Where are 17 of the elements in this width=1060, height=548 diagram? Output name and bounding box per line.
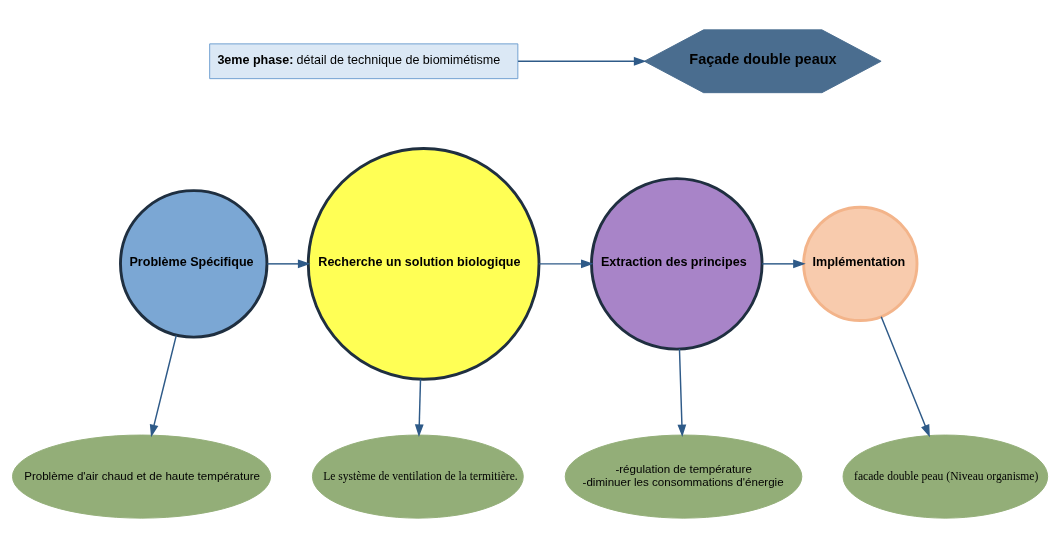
arrow [538,259,594,269]
node-ellipse: -régulation de température -diminuer les consommations d'énergie [564,434,803,519]
node-circle: Implémentation [802,205,919,322]
node-circle: Extraction des principes [590,177,764,351]
arrow [761,259,806,269]
node-circle: Recherche un solution biologique [306,147,541,381]
node-box: 3eme phase: détail de technique de biomimétisme [209,43,519,80]
arrow [266,259,311,269]
arrow [517,56,647,66]
node-ellipse: Problème d'air chaud et de haute température [12,434,272,519]
node-ellipse: facade double peau (Niveau organisme) [842,434,1049,519]
node-circle: Problème Spécifique [119,189,269,339]
arrow [414,378,424,437]
arrow [149,334,177,438]
arrow [880,315,930,438]
node-ellipse: Le système de ventilation de la termitière. [311,434,524,519]
arrow [677,348,687,438]
